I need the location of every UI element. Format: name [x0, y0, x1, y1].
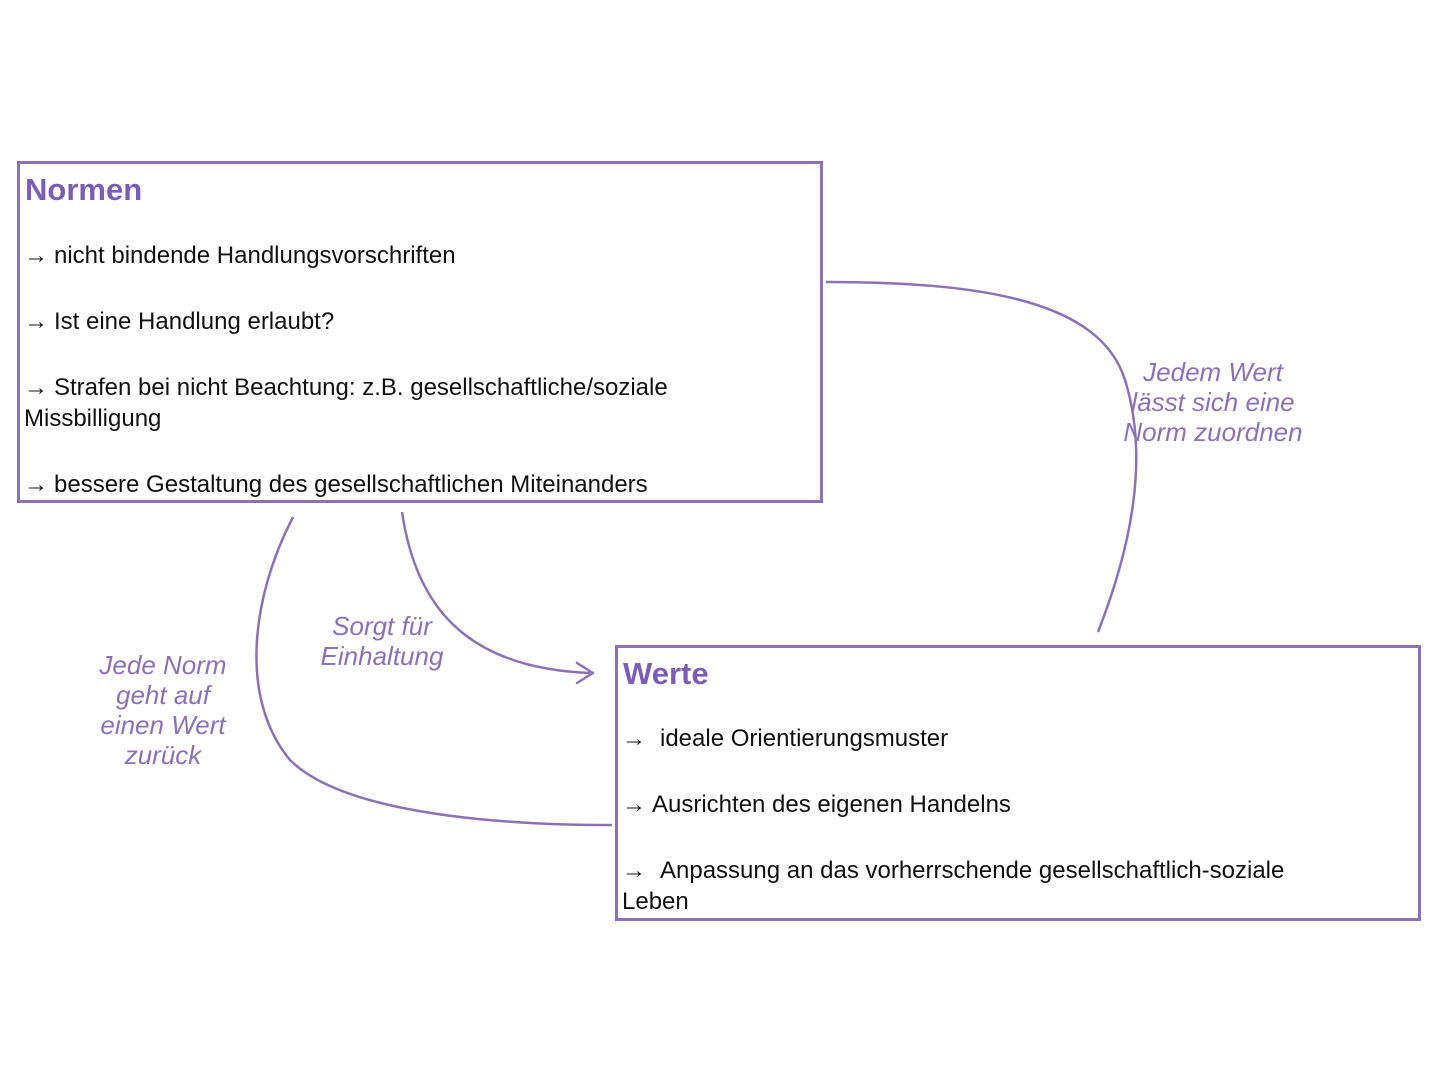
- normen-item-continuation: Missbilligung: [24, 405, 162, 432]
- connector-right-curve: [825, 280, 1138, 633]
- werte-title: Werte: [623, 656, 709, 691]
- normen-item: →Ist eine Handlung erlaubt?: [24, 308, 335, 335]
- arrow-icon: →: [622, 791, 646, 818]
- arrow-icon: →: [622, 725, 646, 752]
- normen-item: →Strafen bei nicht Beachtung: z.B. gesel…: [24, 374, 668, 401]
- werte-item: →Anpassung an das vorherrschende gesells…: [622, 857, 1285, 884]
- connector-middle-curve: [400, 511, 591, 675]
- werte-box: Werte →ideale Orientierungsmuster →Ausri…: [615, 645, 1421, 921]
- connector-left-curve: [255, 516, 613, 827]
- werte-item: →Ausrichten des eigenen Handelns: [622, 791, 1011, 818]
- connector-label-right: Jedem Wert lässt sich eine Norm zuordnen: [1123, 357, 1303, 447]
- arrow-icon: →: [24, 242, 48, 269]
- normen-title: Normen: [25, 172, 143, 207]
- normen-item: →nicht bindende Handlungsvorschriften: [24, 242, 456, 269]
- werte-item-continuation: Leben: [622, 888, 689, 915]
- normen-box: Normen →nicht bindende Handlungsvorschri…: [17, 161, 823, 503]
- connector-label-middle: Sorgt für Einhaltung: [320, 611, 444, 671]
- connector-label-left: Jede Norm geht auf einen Wert zurück: [99, 650, 227, 770]
- arrow-icon: →: [24, 374, 48, 401]
- normen-item: →bessere Gestaltung des gesellschaftlich…: [24, 471, 648, 498]
- werte-item: →ideale Orientierungsmuster: [622, 725, 949, 752]
- arrow-icon: →: [24, 471, 48, 498]
- arrow-icon: →: [24, 308, 48, 335]
- arrow-icon: →: [622, 857, 646, 884]
- connector-middle-arrowhead: [575, 661, 595, 685]
